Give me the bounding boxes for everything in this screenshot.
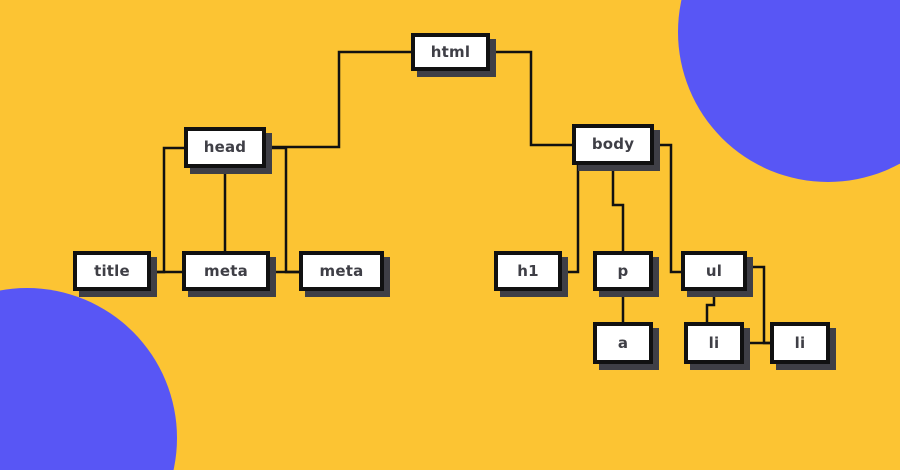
- node-head[interactable]: head: [184, 127, 266, 168]
- edge-body-to-h1: [560, 163, 580, 274]
- node-li1[interactable]: li: [684, 322, 744, 364]
- edge-html-to-head: [264, 50, 413, 149]
- node-label: h1: [517, 261, 539, 280]
- edge-html-to-body: [488, 50, 574, 147]
- edge-head-to-meta2: [264, 146, 301, 274]
- node-html[interactable]: html: [411, 33, 490, 71]
- node-label: li: [794, 333, 806, 352]
- node-body[interactable]: body: [572, 124, 654, 165]
- node-p[interactable]: p: [593, 251, 653, 291]
- node-a[interactable]: a: [593, 322, 653, 364]
- edge-head-to-title: [149, 146, 186, 274]
- node-label: title: [94, 261, 130, 280]
- edge-ul-to-li2: [745, 265, 772, 345]
- node-label: a: [617, 333, 629, 352]
- node-ul[interactable]: ul: [681, 251, 747, 291]
- node-label: body: [591, 135, 635, 153]
- edge-body-to-ul: [652, 143, 683, 274]
- node-label: p: [617, 261, 629, 280]
- node-label: meta: [319, 261, 364, 280]
- node-li2[interactable]: li: [770, 322, 830, 364]
- node-meta2[interactable]: meta: [299, 251, 384, 291]
- node-label: head: [203, 138, 247, 156]
- node-label: ul: [705, 261, 723, 280]
- node-meta1[interactable]: meta: [182, 251, 270, 291]
- node-h1[interactable]: h1: [494, 251, 562, 291]
- node-label: html: [430, 42, 471, 61]
- node-title[interactable]: title: [73, 251, 151, 291]
- edge-ul-to-li1: [705, 289, 716, 324]
- node-label: li: [708, 333, 720, 352]
- edge-body-to-p: [611, 163, 625, 253]
- node-label: meta: [204, 261, 248, 280]
